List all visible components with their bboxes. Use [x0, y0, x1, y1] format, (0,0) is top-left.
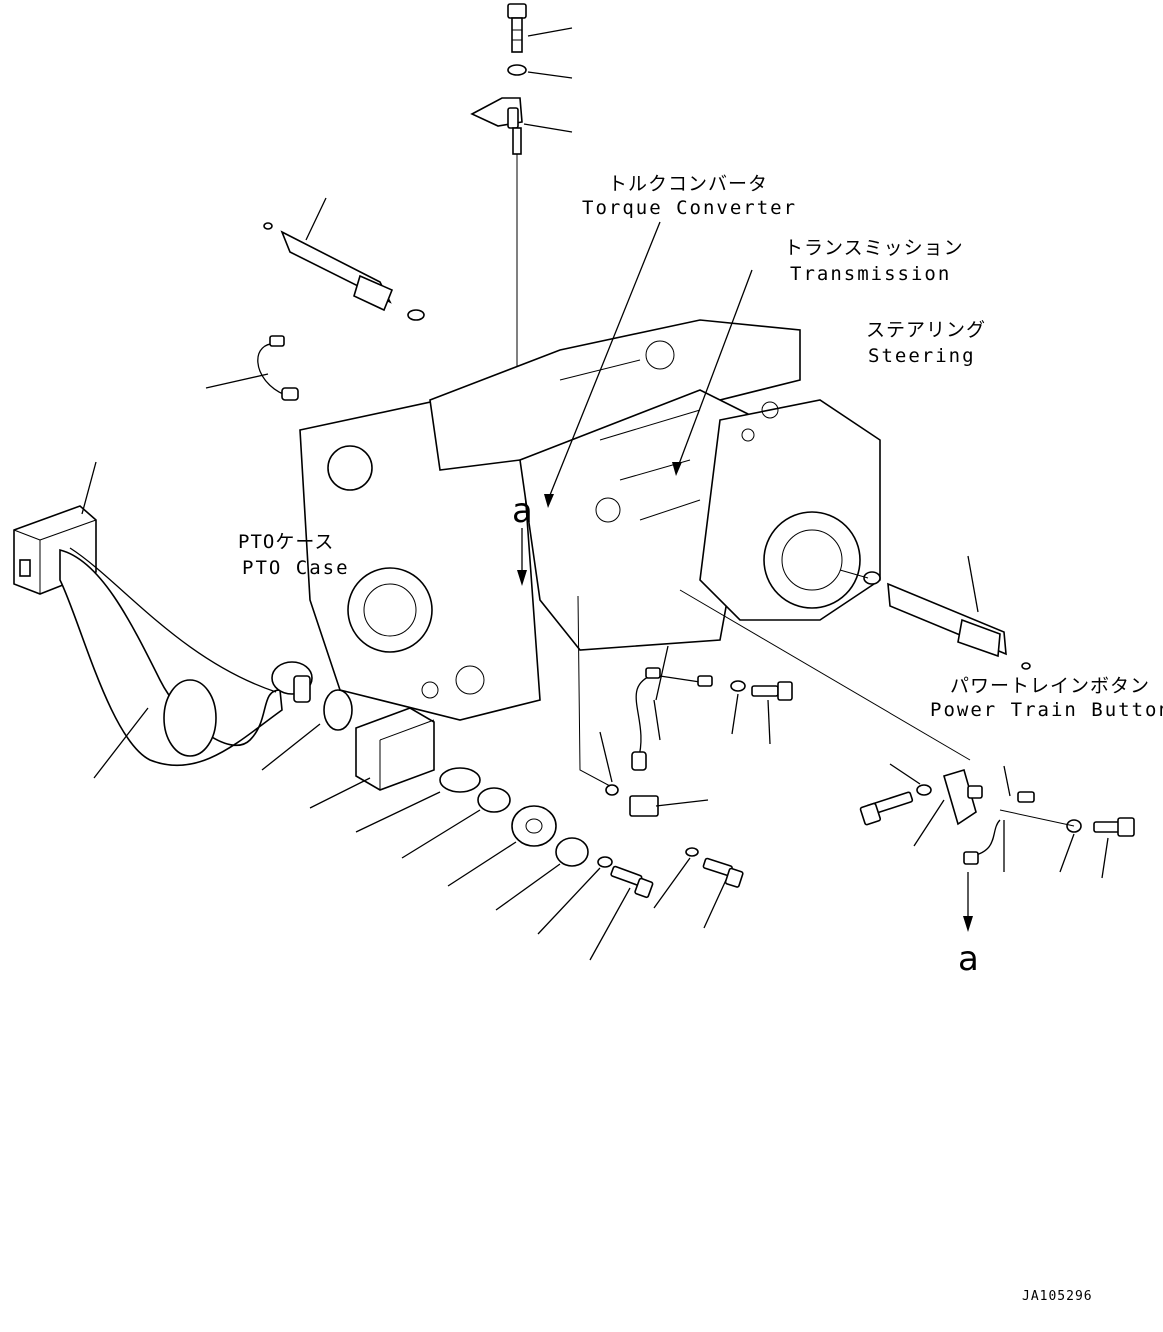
steering-label-en: Steering: [868, 345, 976, 367]
torque-converter-label-jp: トルクコンバータ: [608, 173, 768, 195]
steering-label-jp: ステアリング: [866, 319, 986, 341]
button-bracket: [943, 769, 977, 826]
center-bolt: [751, 681, 793, 701]
detail-arrow-left: [517, 528, 527, 586]
transmission-arrowhead: [672, 462, 682, 476]
pedal-small-washer: [597, 856, 613, 868]
power-train-button-label-jp: パワートレインボタン: [950, 675, 1150, 697]
transmission-housing: [299, 319, 881, 721]
transmission-label-en: Transmission: [790, 263, 951, 285]
pedal-collar: [439, 767, 481, 793]
center-small-parts: [605, 784, 744, 888]
torque-converter-label-en: Torque Converter: [582, 197, 797, 219]
pedal-bolt: [610, 865, 654, 899]
pedal-parts-chain: [323, 689, 654, 899]
pedal-assembly: [13, 505, 313, 767]
power-train-button-cluster: [859, 769, 1135, 865]
upper-left-shaft: [263, 222, 425, 321]
button-guide-line-2: [999, 809, 1075, 827]
transmission-label-jp: トランスミッション: [784, 237, 964, 259]
right-bolt: [1093, 817, 1135, 837]
center-guide-line: [577, 595, 611, 787]
pedal-cover-plate: [555, 837, 589, 867]
lower-center-bolt: [702, 857, 744, 888]
right-shaft-guide: [839, 569, 869, 579]
pedal-bushing-flange: [323, 689, 353, 731]
detail-arrow-right: [963, 872, 973, 932]
left-bolt: [859, 791, 914, 826]
center-sensor-cable: [631, 667, 793, 771]
pedal-bushing: [477, 787, 511, 813]
pedal-bearing-block: [355, 707, 435, 791]
power-train-button-label-en: Power Train Button: [930, 699, 1163, 721]
button-cable: [971, 819, 1001, 857]
left-washer: [916, 784, 932, 796]
pedal-gear: [511, 805, 557, 847]
top-bolt: [507, 3, 527, 53]
pto-case-label-jp: PTOケース: [238, 531, 334, 553]
top-bracket: [470, 97, 523, 155]
top-washer: [507, 64, 527, 76]
drawing-code: JA105296: [1022, 1289, 1093, 1304]
leader-lines: [81, 27, 1109, 961]
torque-converter-arrowhead: [544, 494, 554, 508]
upper-sensor-cable: [257, 335, 299, 401]
detail-reference-a-left: a: [512, 491, 533, 531]
right-shaft: [863, 571, 1031, 670]
detail-reference-a-right: a: [958, 939, 979, 979]
button-guide-line: [679, 589, 971, 761]
pto-case-label-en: PTO Case: [242, 557, 350, 579]
